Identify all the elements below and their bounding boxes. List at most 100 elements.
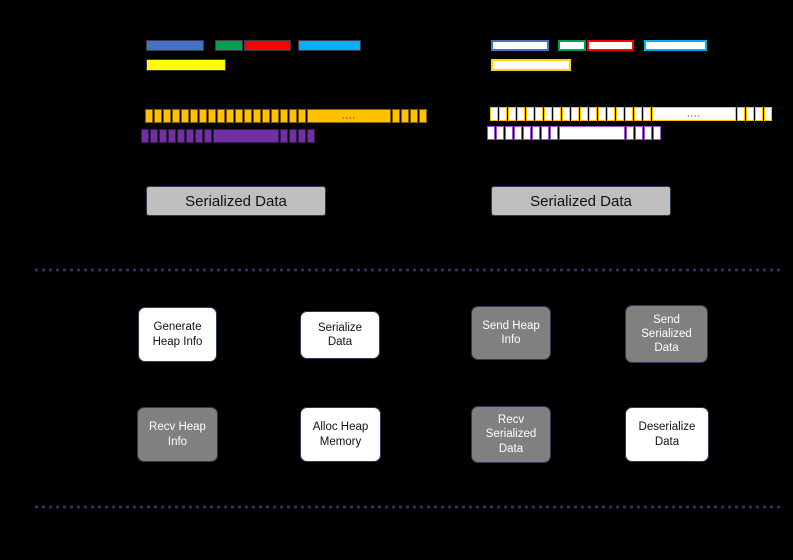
segment xyxy=(280,129,288,143)
segment xyxy=(208,109,216,123)
segment xyxy=(653,126,661,140)
step-label: Send Serialized Data xyxy=(641,313,692,354)
segment xyxy=(235,109,243,123)
segment xyxy=(755,107,763,121)
plate-label: Serialized Data xyxy=(530,192,632,210)
segment xyxy=(505,126,513,140)
cyan-object-outline-bar xyxy=(644,40,707,51)
step-alloc-heap-memory[interactable]: Alloc Heap Memory xyxy=(300,407,381,462)
segment xyxy=(589,107,597,121)
segment xyxy=(607,107,615,121)
purple-heap-layout-outline-bar xyxy=(487,126,661,140)
segment xyxy=(289,109,297,123)
segment xyxy=(419,109,427,123)
segment xyxy=(204,129,212,143)
segment xyxy=(262,109,270,123)
ellipsis-dots: .... xyxy=(686,108,701,119)
yellow-object-bar xyxy=(146,59,226,71)
segment xyxy=(298,109,306,123)
segment xyxy=(737,107,745,121)
serialized-data-plate-left: Serialized Data xyxy=(146,186,326,216)
step-label: Recv Heap Info xyxy=(149,421,206,448)
segment xyxy=(532,126,540,140)
blue-object-bar xyxy=(146,40,204,51)
segment xyxy=(541,126,549,140)
step-deserialize-data[interactable]: Deserialize Data xyxy=(625,407,709,462)
segment xyxy=(217,109,225,123)
serialized-data-plate-right: Serialized Data xyxy=(491,186,671,216)
red-object-bar xyxy=(244,40,291,51)
segment xyxy=(553,107,561,121)
segment xyxy=(168,129,176,143)
step-send-serialized-data[interactable]: Send Serialized Data xyxy=(625,305,708,363)
segment xyxy=(195,129,203,143)
plate-label: Serialized Data xyxy=(185,192,287,210)
purple-heap-layout-bar xyxy=(141,129,315,143)
segment xyxy=(508,107,516,121)
ellipsis-dots: .... xyxy=(341,110,356,121)
segment xyxy=(289,129,297,143)
segment xyxy=(226,109,234,123)
cyan-object-bar xyxy=(298,40,361,51)
segment xyxy=(271,109,279,123)
segment xyxy=(535,107,543,121)
step-generate-heap-info[interactable]: Generate Heap Info xyxy=(138,307,217,362)
step-label: Recv Serialized Data xyxy=(485,414,537,455)
segment xyxy=(625,107,633,121)
green-object-outline-bar xyxy=(558,40,586,51)
orange-heap-layout-bar: .... xyxy=(145,109,427,123)
segment xyxy=(514,126,522,140)
segment xyxy=(159,129,167,143)
orange-heap-layout-outline-bar: .... xyxy=(490,107,772,121)
segment xyxy=(298,129,306,143)
segment xyxy=(150,129,158,143)
segment xyxy=(181,109,189,123)
segment: .... xyxy=(307,109,391,123)
segment: .... xyxy=(652,107,736,121)
segment xyxy=(580,107,588,121)
step-serialize-data[interactable]: Serialize Data xyxy=(300,311,380,359)
step-send-heap-info[interactable]: Send Heap Info xyxy=(471,306,551,360)
segment xyxy=(517,107,525,121)
step-label: Generate Heap Info xyxy=(152,321,203,348)
segment xyxy=(644,126,652,140)
segment xyxy=(571,107,579,121)
step-label: Alloc Heap Memory xyxy=(312,421,369,448)
segment xyxy=(145,109,153,123)
segment xyxy=(544,107,552,121)
segment xyxy=(598,107,606,121)
segment xyxy=(550,126,558,140)
step-recv-heap-info[interactable]: Recv Heap Info xyxy=(137,407,218,462)
segment xyxy=(764,107,772,121)
segment xyxy=(401,109,409,123)
segment xyxy=(410,109,418,123)
segment xyxy=(626,126,634,140)
segment xyxy=(172,109,180,123)
segment xyxy=(190,109,198,123)
divider-top xyxy=(33,268,781,272)
yellow-object-outline-bar xyxy=(491,59,571,71)
segment xyxy=(635,126,643,140)
segment xyxy=(392,109,400,123)
segment xyxy=(186,129,194,143)
segment xyxy=(307,129,315,143)
green-object-bar xyxy=(215,40,243,51)
divider-bottom xyxy=(33,505,781,509)
segment xyxy=(746,107,754,121)
segment xyxy=(487,126,495,140)
step-label: Deserialize Data xyxy=(638,421,696,448)
segment xyxy=(253,109,261,123)
segment xyxy=(244,109,252,123)
segment xyxy=(199,109,207,123)
step-recv-serialized-data[interactable]: Recv Serialized Data xyxy=(471,406,551,463)
segment xyxy=(562,107,570,121)
blue-object-outline-bar xyxy=(491,40,549,51)
step-label: Send Heap Info xyxy=(482,319,540,346)
segment xyxy=(490,107,498,121)
segment xyxy=(526,107,534,121)
segment xyxy=(154,109,162,123)
segment xyxy=(141,129,149,143)
segment xyxy=(280,109,288,123)
step-label: Serialize Data xyxy=(317,321,363,348)
